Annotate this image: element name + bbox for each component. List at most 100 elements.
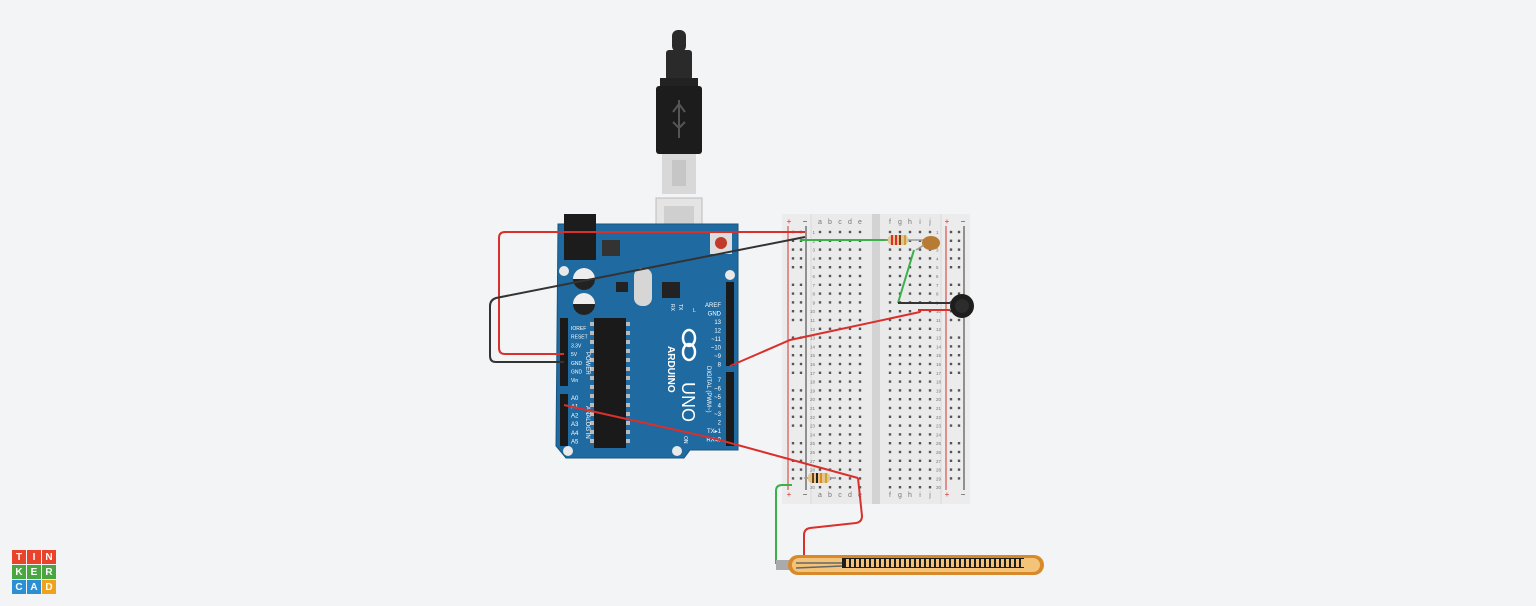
breadboard-hole[interactable]	[928, 406, 932, 410]
breadboard-hole[interactable]	[918, 486, 922, 489]
breadboard-hole[interactable]	[898, 345, 902, 348]
breadboard-hole[interactable]	[928, 318, 932, 322]
rail-hole[interactable]	[791, 468, 795, 471]
breadboard-hole[interactable]	[828, 248, 832, 251]
rail-hole[interactable]	[799, 283, 803, 286]
breadboard-hole[interactable]	[848, 266, 852, 269]
breadboard-hole[interactable]	[898, 406, 902, 410]
breadboard-hole[interactable]	[848, 477, 852, 480]
breadboard-hole[interactable]	[818, 450, 822, 454]
breadboard-hole[interactable]	[828, 327, 832, 330]
breadboard-hole[interactable]	[838, 459, 842, 462]
breadboard-hole[interactable]	[838, 248, 842, 251]
rail-hole[interactable]	[791, 389, 795, 392]
breadboard-hole[interactable]	[918, 398, 922, 401]
rail-hole[interactable]	[949, 468, 953, 471]
breadboard-hole[interactable]	[838, 406, 842, 410]
rail-hole[interactable]	[791, 442, 795, 445]
rail-hole[interactable]	[791, 257, 795, 260]
rail-hole[interactable]	[949, 292, 953, 295]
breadboard-hole[interactable]	[908, 450, 912, 454]
breadboard-hole[interactable]	[818, 301, 822, 304]
rail-hole[interactable]	[949, 310, 953, 313]
breadboard-hole[interactable]	[848, 389, 852, 392]
breadboard-hole[interactable]	[908, 283, 912, 286]
rail-hole[interactable]	[957, 230, 961, 234]
flex-sensor[interactable]	[776, 555, 1044, 575]
breadboard-hole[interactable]	[828, 354, 832, 357]
breadboard-hole[interactable]	[918, 310, 922, 313]
breadboard-hole[interactable]	[918, 380, 922, 383]
breadboard-hole[interactable]	[818, 354, 822, 357]
rail-hole[interactable]	[957, 442, 961, 445]
breadboard-hole[interactable]	[848, 424, 852, 427]
breadboard-hole[interactable]	[918, 266, 922, 269]
breadboard-hole[interactable]	[858, 477, 862, 480]
rail-hole[interactable]	[799, 362, 803, 366]
usb-cable[interactable]	[655, 30, 703, 239]
breadboard-hole[interactable]	[918, 477, 922, 480]
breadboard-hole[interactable]	[828, 380, 832, 383]
breadboard-hole[interactable]	[898, 354, 902, 357]
rail-hole[interactable]	[957, 266, 961, 269]
breadboard-hole[interactable]	[888, 362, 892, 366]
rail-hole[interactable]	[949, 477, 953, 480]
breadboard-hole[interactable]	[928, 362, 932, 366]
breadboard-hole[interactable]	[838, 318, 842, 322]
breadboard-hole[interactable]	[838, 371, 842, 374]
breadboard-hole[interactable]	[888, 442, 892, 445]
breadboard-hole[interactable]	[928, 389, 932, 392]
breadboard-hole[interactable]	[888, 371, 892, 374]
rail-hole[interactable]	[799, 406, 803, 410]
breadboard-hole[interactable]	[928, 283, 932, 286]
breadboard-hole[interactable]	[898, 283, 902, 286]
breadboard-hole[interactable]	[858, 459, 862, 462]
breadboard-hole[interactable]	[888, 257, 892, 260]
breadboard-hole[interactable]	[888, 336, 892, 339]
rail-hole[interactable]	[791, 345, 795, 348]
breadboard-hole[interactable]	[928, 354, 932, 357]
rail-hole[interactable]	[791, 248, 795, 251]
breadboard-hole[interactable]	[898, 459, 902, 462]
breadboard-hole[interactable]	[928, 345, 932, 348]
breadboard-hole[interactable]	[908, 354, 912, 357]
breadboard-hole[interactable]	[928, 257, 932, 260]
breadboard-hole[interactable]	[828, 257, 832, 260]
breadboard-hole[interactable]	[858, 230, 862, 234]
breadboard-hole[interactable]	[838, 486, 842, 489]
breadboard-hole[interactable]	[928, 415, 932, 418]
breadboard-hole[interactable]	[888, 345, 892, 348]
breadboard-hole[interactable]	[898, 486, 902, 489]
breadboard-hole[interactable]	[858, 318, 862, 322]
rail-hole[interactable]	[799, 345, 803, 348]
breadboard-hole[interactable]	[918, 327, 922, 330]
breadboard-hole[interactable]	[848, 486, 852, 489]
breadboard-hole[interactable]	[858, 310, 862, 313]
breadboard-hole[interactable]	[828, 371, 832, 374]
breadboard-hole[interactable]	[908, 380, 912, 383]
breadboard-hole[interactable]	[908, 398, 912, 401]
breadboard-hole[interactable]	[838, 354, 842, 357]
breadboard-hole[interactable]	[918, 433, 922, 436]
breadboard-hole[interactable]	[908, 266, 912, 269]
breadboard-hole[interactable]	[858, 292, 862, 295]
breadboard-hole[interactable]	[888, 468, 892, 471]
rail-hole[interactable]	[799, 301, 803, 304]
breadboard-hole[interactable]	[818, 468, 822, 471]
rail-hole[interactable]	[791, 424, 795, 427]
breadboard-hole[interactable]	[828, 274, 832, 278]
breadboard-hole[interactable]	[838, 398, 842, 401]
rail-hole[interactable]	[791, 406, 795, 410]
rail-hole[interactable]	[949, 248, 953, 251]
breadboard-hole[interactable]	[858, 345, 862, 348]
breadboard-hole[interactable]	[838, 266, 842, 269]
rail-hole[interactable]	[799, 371, 803, 374]
breadboard-hole[interactable]	[848, 318, 852, 322]
breadboard-hole[interactable]	[918, 354, 922, 357]
breadboard-hole[interactable]	[908, 459, 912, 462]
breadboard-hole[interactable]	[848, 354, 852, 357]
rail-hole[interactable]	[957, 459, 961, 462]
breadboard-hole[interactable]	[898, 230, 902, 234]
breadboard-hole[interactable]	[858, 336, 862, 339]
rail-hole[interactable]	[949, 362, 953, 366]
